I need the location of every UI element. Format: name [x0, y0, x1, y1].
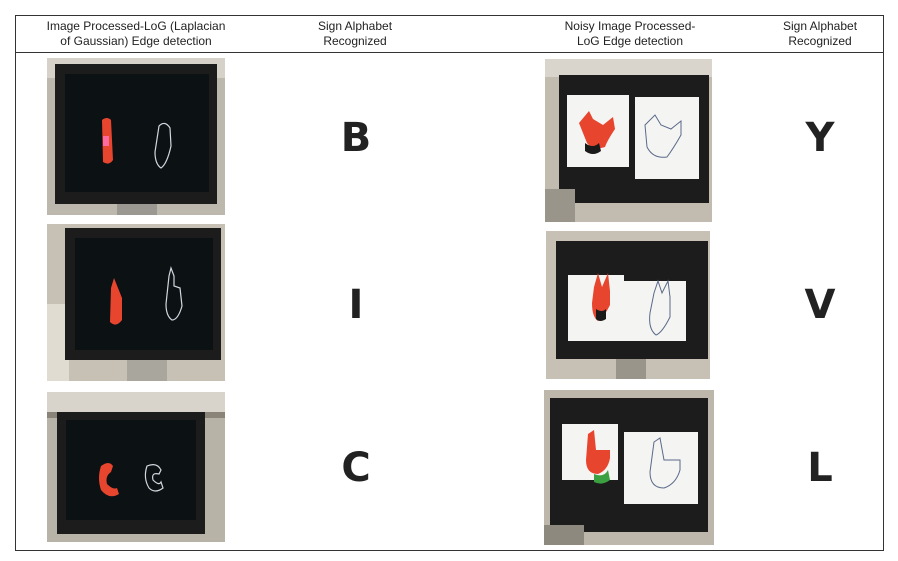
noisy-log-image-l	[544, 390, 714, 545]
recognized-letter-v: V	[804, 282, 836, 328]
noisy-log-image-y	[545, 59, 712, 222]
log-image-b	[47, 58, 225, 215]
recognized-letter-y: Y	[805, 115, 835, 161]
header-divider	[15, 52, 884, 53]
recognized-letter-c: C	[341, 445, 371, 491]
recognized-letter-b: B	[340, 115, 372, 161]
header-sign-recognized-1: Sign Alphabet Recognized	[317, 19, 393, 48]
log-image-i	[47, 224, 225, 381]
header-sign-recognized-2: Sign Alphabet Recognized	[782, 19, 858, 48]
results-table	[15, 15, 884, 551]
noisy-log-image-v	[546, 231, 710, 379]
recognized-letter-i: I	[348, 282, 364, 328]
header-noisy-log-image: Noisy Image Processed- LoG Edge detectio…	[564, 19, 696, 48]
recognized-letter-l: L	[807, 445, 833, 491]
header-log-image: Image Processed-LoG (Laplacian of Gaussi…	[46, 19, 226, 48]
log-image-c	[47, 392, 225, 542]
